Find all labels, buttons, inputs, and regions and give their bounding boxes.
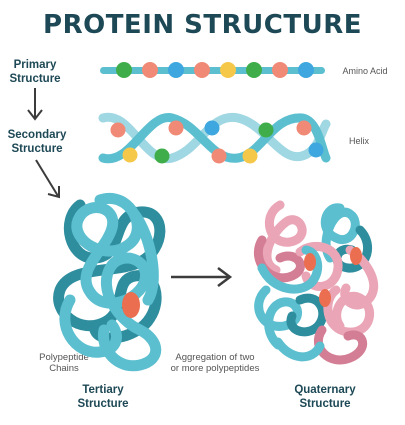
amino-acid-chain — [100, 62, 325, 78]
diagonal-arrow-icon — [35, 159, 60, 199]
tertiary-structure-ribbon — [53, 192, 166, 372]
helix-label: Helix — [348, 136, 369, 146]
amino-acid-label: Amino Acid — [342, 66, 388, 76]
quaternary-structure-ribbons — [253, 200, 379, 365]
page-title: PROTEIN STRUCTURE — [43, 10, 362, 40]
down-arrow-icon — [27, 88, 43, 121]
right-arrow-icon — [171, 267, 233, 287]
helix-ribbon — [98, 112, 331, 164]
